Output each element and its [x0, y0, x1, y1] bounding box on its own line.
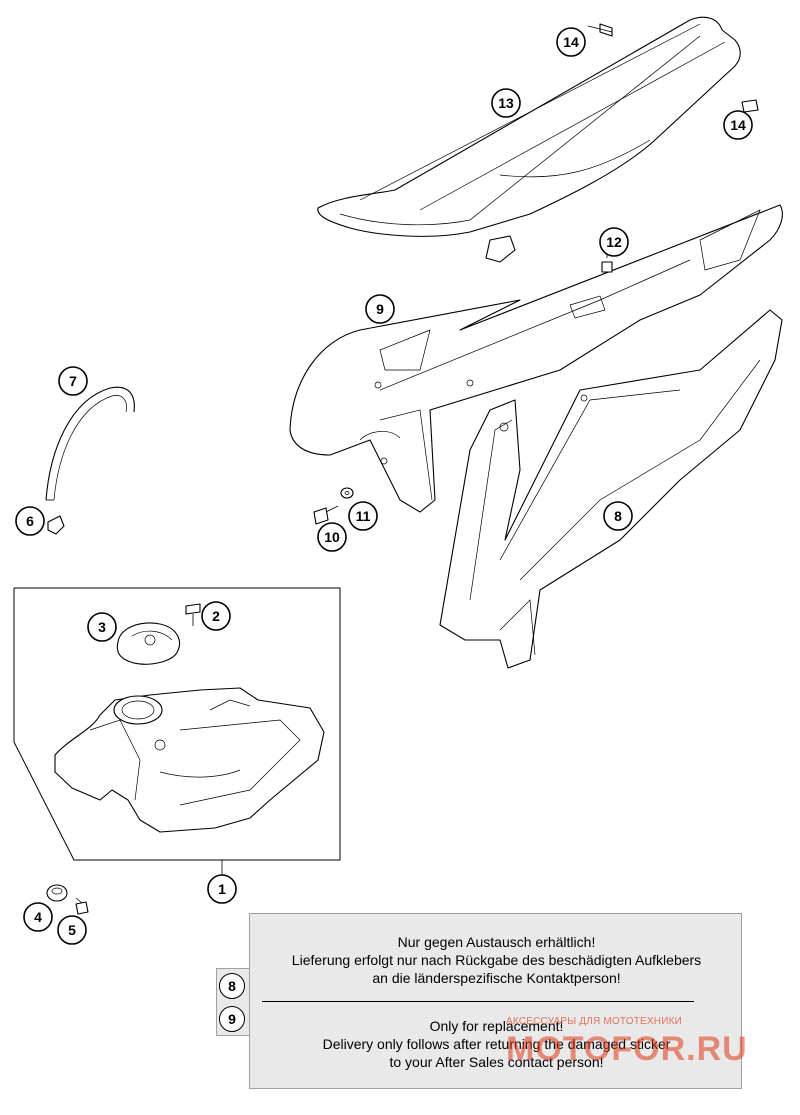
hose-part: [45, 386, 135, 501]
note-divider: [262, 1001, 694, 1002]
nut-part-5: [75, 897, 89, 915]
callout-6: 6: [15, 506, 45, 536]
callout-9: 9: [365, 294, 395, 324]
svg-text:12: 12: [606, 234, 622, 250]
svg-text:11: 11: [356, 508, 371, 524]
svg-text:8: 8: [614, 508, 622, 524]
svg-text:2: 2: [212, 608, 220, 624]
note-tabs: 8 9: [216, 968, 249, 1036]
callout-4: 4: [23, 902, 53, 932]
svg-text:13: 13: [498, 95, 514, 111]
fuel-tank-part: [54, 687, 325, 833]
svg-text:3: 3: [98, 619, 106, 635]
callout-13: 13: [491, 88, 521, 118]
washer-part-11: [340, 487, 354, 499]
svg-text:4: 4: [34, 909, 42, 925]
svg-text:14: 14: [563, 34, 579, 50]
note-de-line-1: Nur gegen Austausch erhältlich!: [397, 934, 596, 950]
svg-text:10: 10: [324, 529, 340, 545]
callout-12: 12: [599, 227, 629, 257]
screw-part-2: [185, 603, 201, 626]
svg-text:6: 6: [26, 513, 34, 529]
svg-text:1: 1: [218, 881, 226, 897]
callout-2: 2: [201, 601, 231, 631]
callout-5: 5: [57, 915, 87, 945]
svg-text:14: 14: [730, 117, 746, 133]
svg-text:9: 9: [376, 301, 384, 317]
callout-11: 11: [348, 501, 378, 531]
hose-fitting-part: [47, 515, 65, 535]
screw-part-10: [313, 505, 339, 525]
side-panel-left-part: [289, 204, 783, 513]
callout-1: 1: [207, 874, 237, 904]
note-en-line-2: Delivery only follows after returning th…: [322, 1036, 671, 1052]
side-panel-right-part: [439, 309, 783, 669]
svg-text:5: 5: [68, 922, 76, 938]
callout-10: 10: [317, 522, 347, 552]
callout-14-top: 14: [556, 27, 586, 57]
watermark-logo: MOTOFOR.RU: [506, 1030, 748, 1068]
note-en-line-1: Only for replacement!: [429, 1018, 564, 1034]
note-tab-8: 8: [219, 973, 245, 999]
svg-text:7: 7: [69, 373, 77, 389]
spacer-part-4: [46, 884, 68, 902]
tank-cap-part: [116, 622, 180, 665]
callout-8: 8: [603, 501, 633, 531]
callout-14-right: 14: [723, 110, 753, 140]
note-de-line-2: Lieferung erfolgt nur nach Rückgabe des …: [291, 952, 702, 968]
note-tab-9: 9: [219, 1006, 245, 1032]
note-de-line-3: an die länderspezifische Kontaktperson!: [372, 970, 621, 986]
note-en-line-3: to your After Sales contact person!: [389, 1054, 604, 1070]
callout-3: 3: [87, 612, 117, 642]
replacement-note: Nur gegen Austausch erhältlich! Lieferun…: [249, 913, 742, 1089]
seat-part: [317, 16, 759, 263]
callout-7: 7: [58, 366, 88, 396]
watermark-tagline: АКСЕССУАРЫ ДЛЯ МОТОТЕХНИКИ: [506, 1016, 682, 1027]
